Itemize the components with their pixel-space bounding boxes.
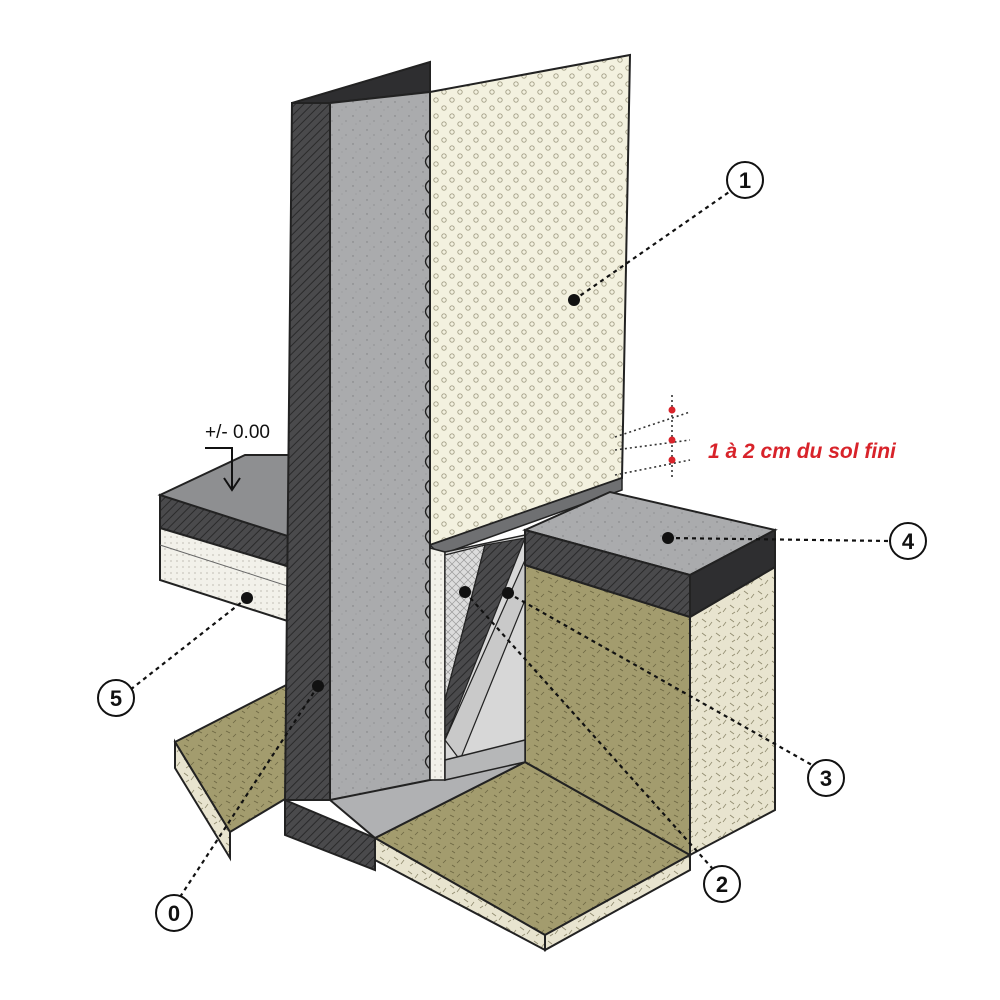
membrane-bump [424, 629, 431, 645]
height-note: 1 à 2 cm du sol fini [614, 395, 897, 478]
membrane-bump [424, 354, 431, 370]
level-arrow-icon [205, 447, 233, 488]
membrane-bump [424, 204, 431, 220]
membrane-bump [424, 529, 431, 545]
membrane-bump [424, 129, 431, 145]
callouts: 1 2 3 4 5 0 [97, 161, 927, 932]
membrane-bump [424, 329, 431, 345]
membrane-bump [424, 704, 431, 720]
membrane-bump [424, 179, 431, 195]
waterproof-membrane-edge [424, 129, 431, 770]
drainage-layers [444, 534, 526, 782]
membrane-bump [424, 729, 431, 745]
membrane-bump [424, 679, 431, 695]
membrane-bump [424, 504, 431, 520]
callout-2: 2 [459, 586, 741, 903]
membrane-bump [424, 479, 431, 495]
membrane-bump [424, 429, 431, 445]
membrane-bump [424, 454, 431, 470]
membrane-bump [424, 554, 431, 570]
callout-label-4: 4 [902, 529, 915, 554]
callout-5: 5 [97, 592, 253, 717]
insulation-panel [428, 53, 632, 781]
callout-4: 4 [662, 522, 927, 560]
paving-slab [522, 490, 778, 619]
callout-label-1: 1 [739, 168, 751, 193]
membrane-bump [424, 154, 431, 170]
membrane-bump [424, 229, 431, 245]
height-note-text: 1 à 2 cm du sol fini [708, 440, 897, 463]
membrane-bump [424, 604, 431, 620]
callout-label-3: 3 [820, 766, 832, 791]
callout-label-0: 0 [168, 901, 180, 926]
callout-label-5: 5 [110, 686, 122, 711]
membrane-bump [424, 254, 431, 270]
membrane-bump [424, 404, 431, 420]
level-label: +/- 0.00 [205, 422, 270, 443]
callout-1: 1 [568, 161, 764, 306]
membrane-bump [424, 754, 431, 770]
membrane-bump [424, 279, 431, 295]
concrete-wall [283, 60, 526, 872]
callout-3: 3 [502, 587, 845, 797]
level-marker: +/- 0.00 [205, 422, 270, 492]
membrane-bump [424, 304, 431, 320]
membrane-bump [424, 379, 431, 395]
callout-label-2: 2 [716, 872, 728, 897]
membrane-bump [424, 579, 431, 595]
callout-0: 0 [155, 680, 324, 932]
membrane-bump [424, 654, 431, 670]
floor-slab [157, 454, 321, 627]
